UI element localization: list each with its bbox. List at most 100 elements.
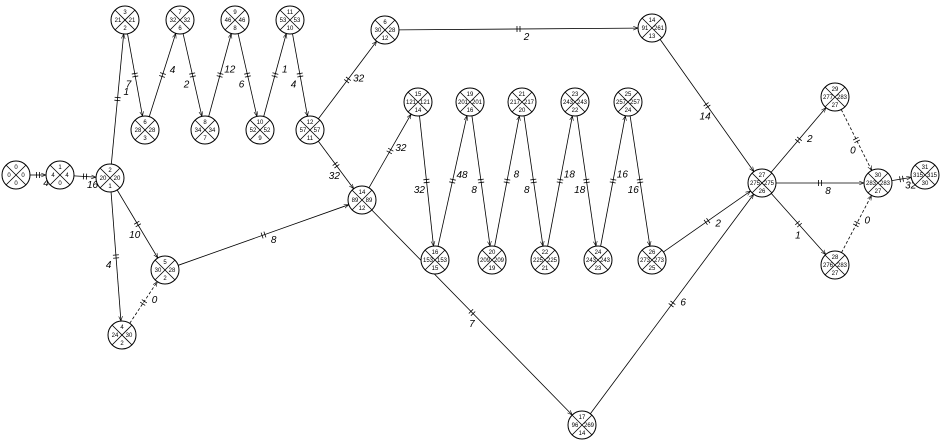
node-divider (99, 167, 121, 189)
node-divider (374, 19, 396, 41)
edge-n9-n10: 4 (291, 33, 308, 116)
late-time: 243 (577, 100, 588, 106)
early-time: 315 (913, 173, 924, 179)
early-time: 4 (51, 173, 55, 179)
edge-n6-n7: 12 (208, 34, 236, 117)
edge-tick (852, 223, 859, 228)
edge-tick (343, 79, 350, 84)
event-number: 6 (143, 120, 147, 126)
event-number: 5 (163, 260, 167, 266)
edge-tick (386, 150, 393, 155)
edge-n10-n13: 32 (318, 41, 376, 120)
edge-tick (296, 72, 303, 75)
edge-label: 6 (239, 80, 245, 91)
early-time: 53 (280, 18, 287, 24)
edge-line (629, 115, 650, 246)
node-divider (459, 91, 481, 113)
edge-line (318, 41, 376, 120)
edge-line (368, 114, 411, 189)
edge-label: 4 (170, 65, 176, 76)
early-time: 217 (510, 100, 521, 106)
edge-n5-n6: 2 (183, 33, 202, 117)
node-divider (824, 254, 846, 276)
edge-n1-n2: 16 (73, 173, 99, 191)
early-time: 52 (250, 128, 257, 134)
predecessor-event: 21 (542, 266, 549, 272)
edge-tick (478, 181, 485, 184)
edge-tick (217, 72, 224, 75)
edge-line (419, 115, 433, 246)
edge-label: 8 (471, 185, 477, 196)
edge-label: 1 (795, 230, 801, 241)
early-time: 20 (100, 176, 107, 182)
edge-tick (271, 75, 278, 78)
predecessor-event: 14 (415, 108, 422, 114)
node-divider (534, 249, 556, 271)
event-node-n11: 530 282 (150, 255, 180, 285)
edge-label: 14 (700, 112, 712, 123)
edge-n13-n25: 2 (398, 26, 638, 43)
edge-line (129, 282, 158, 324)
edge-n0-n1: 4 (30, 172, 49, 189)
edge-n12-n11: 0 (129, 282, 158, 324)
predecessor-event: 2 (163, 276, 167, 282)
late-time: 209 (494, 258, 505, 264)
edge-tick (636, 178, 643, 181)
node-divider (617, 91, 639, 113)
edge-line (263, 34, 287, 117)
edge-line (471, 115, 490, 246)
node-divider (641, 249, 663, 271)
node-divider (114, 9, 136, 31)
node-divider (481, 249, 503, 271)
node-divider (169, 9, 191, 31)
late-time: 28 (169, 268, 176, 274)
edge-tick (902, 175, 904, 182)
node-divider (424, 249, 446, 271)
edge-label: 16 (617, 170, 629, 181)
edge-label: 2 (714, 218, 721, 229)
event-number: 20 (489, 250, 496, 256)
early-time: 209 (480, 258, 491, 264)
edge-label: 2 (183, 80, 190, 91)
predecessor-event: 25 (649, 266, 656, 272)
node-divider (867, 172, 889, 194)
edge-tick (477, 178, 484, 181)
edge-n27-n26: 6 (590, 194, 753, 415)
predecessor-event: 7 (203, 136, 207, 142)
predecessor-event: 13 (649, 34, 656, 40)
edge-line (318, 140, 353, 189)
event-number: 11 (287, 10, 294, 16)
late-time: 283 (837, 263, 848, 269)
edge-label: 8 (524, 185, 530, 196)
late-time: 283 (837, 95, 848, 101)
event-number: 3 (123, 10, 127, 16)
edge-n18-n19: 8 (494, 116, 520, 247)
late-time: 28 (149, 128, 156, 134)
edge-tick (610, 178, 617, 181)
node-divider (154, 259, 176, 281)
late-time: 201 (472, 100, 483, 106)
edge-line (600, 116, 626, 247)
edge-line (841, 195, 872, 253)
early-time: 30 (155, 268, 162, 274)
edge-n24-n26: 2 (663, 191, 750, 253)
edge-label: 2 (806, 134, 813, 145)
node-divider (194, 119, 216, 141)
event-number: 15 (415, 92, 422, 98)
event-number: 14 (649, 18, 656, 24)
event-number: 23 (572, 92, 579, 98)
early-time: 243 (563, 100, 574, 106)
predecessor-event: 6 (178, 26, 182, 32)
edge-tick (345, 76, 352, 81)
edge-tick (794, 220, 801, 226)
edge-label: 1 (123, 87, 129, 98)
predecessor-event: 19 (489, 266, 496, 272)
